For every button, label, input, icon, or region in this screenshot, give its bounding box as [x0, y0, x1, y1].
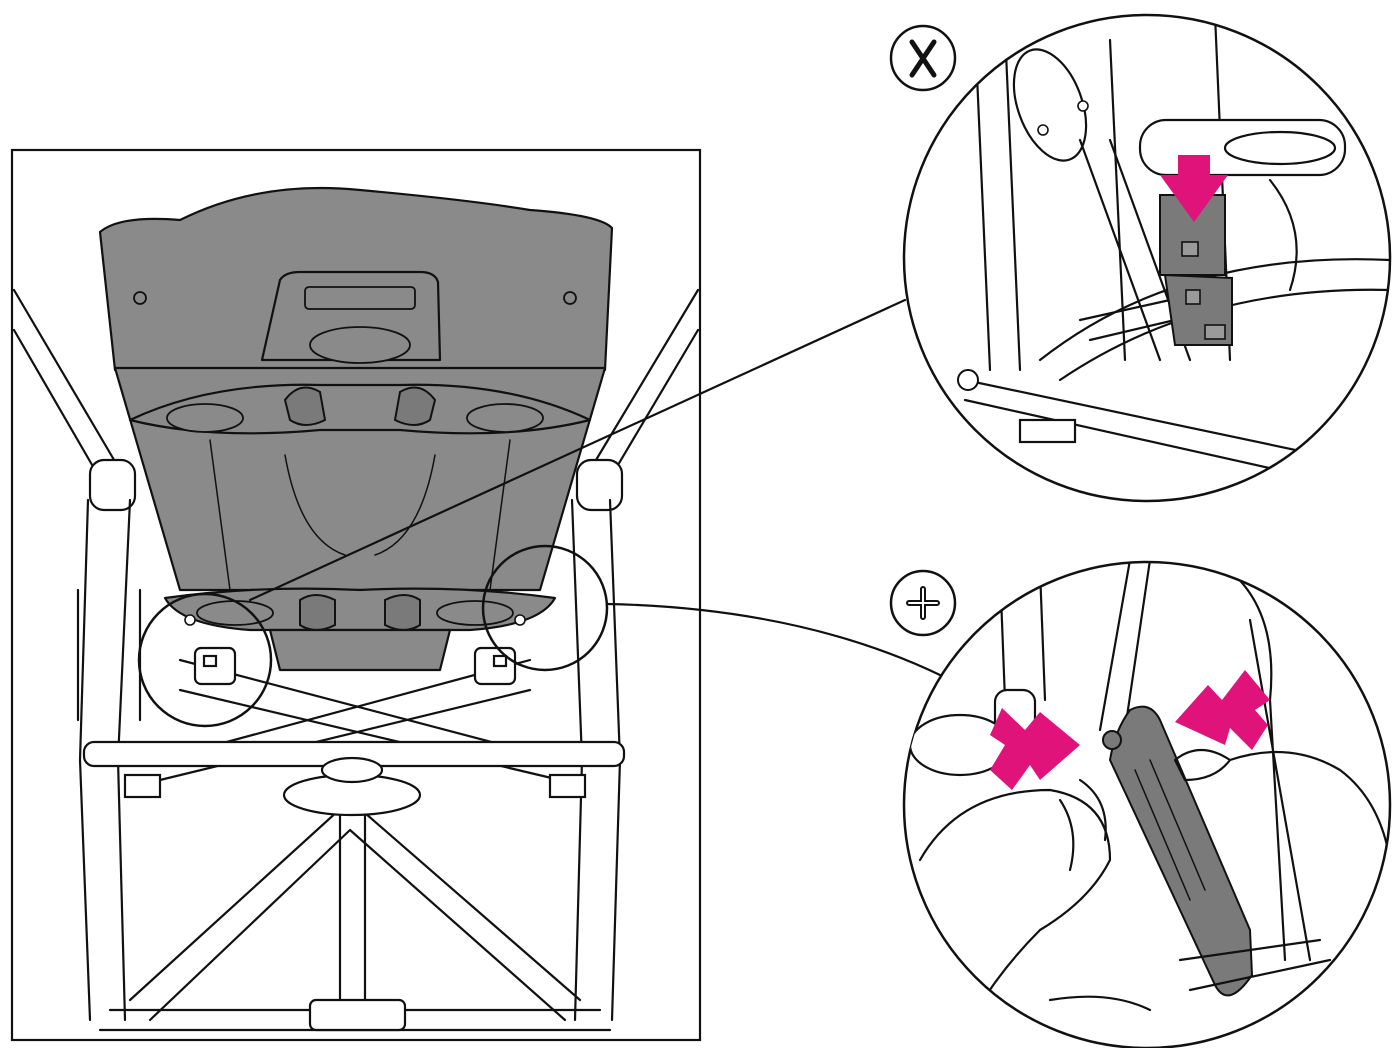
leader-line-top: [248, 298, 907, 602]
detail-correct-circle: [902, 560, 1392, 1048]
press-right-arrow-icon: [990, 708, 1080, 790]
correct-badge: [889, 569, 957, 637]
left-latch-zoom-circle: [137, 592, 273, 728]
press-left-arrow-icon: [1175, 670, 1270, 750]
incorrect-badge: [889, 24, 957, 92]
cross-mark-icon: [909, 39, 937, 78]
seat-backrest: [98, 186, 614, 672]
stroller-rear-view-panel: [10, 148, 702, 1042]
leader-line-bottom: [606, 602, 942, 677]
right-latch-zoom-circle: [481, 544, 609, 672]
press-down-arrow-icon: [1160, 155, 1228, 222]
detail-incorrect-circle: [902, 13, 1392, 503]
